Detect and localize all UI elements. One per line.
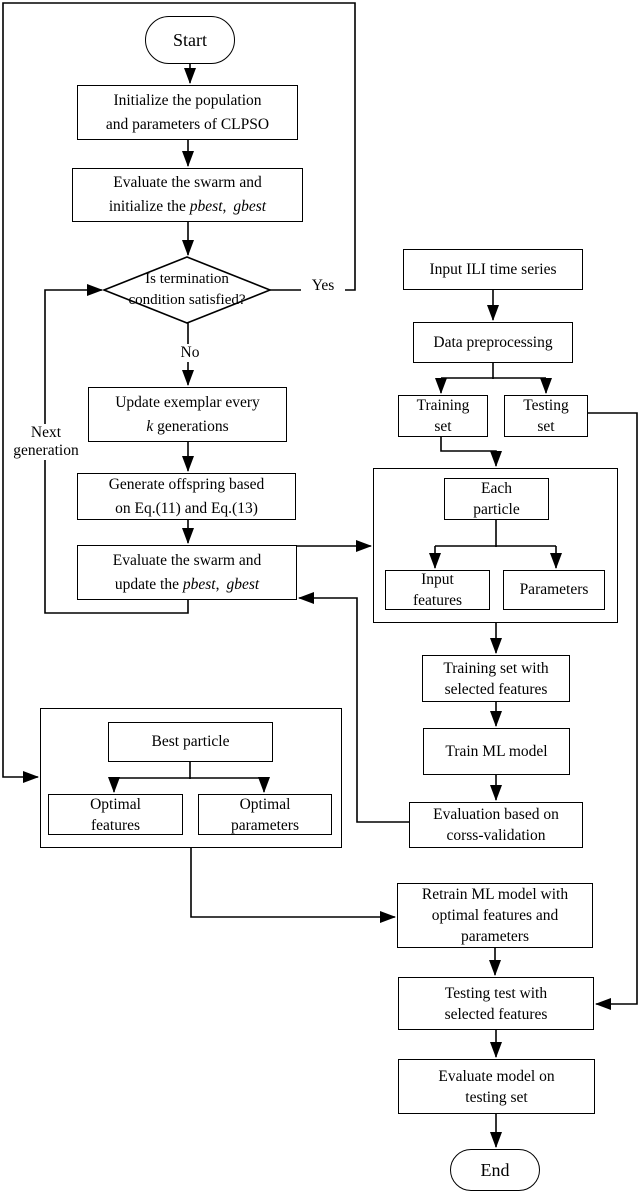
node-text-line: testing set	[465, 1088, 528, 1106]
node-text-line: Parameters	[519, 581, 589, 598]
input-features-node: Input features	[385, 570, 490, 610]
node-text-line: Generate offspring based	[108, 475, 265, 493]
node-text-line: set	[537, 418, 555, 435]
data-preprocessing-node: Data preprocessing	[413, 322, 573, 363]
node-text-line: k generations	[146, 417, 229, 435]
testing-test-node: Testing test with selected features	[398, 977, 594, 1030]
node-text-line: features	[90, 816, 141, 834]
node-text-line: features	[412, 592, 463, 609]
no-label: No	[172, 344, 208, 362]
each-particle-node: Each particle	[444, 478, 549, 520]
update-exemplar-node: Update exemplar every k generations	[88, 387, 287, 442]
train-ml-model-node: Train ML model	[423, 728, 570, 775]
evaluate-update-node: Evaluate the swarm and update the pbest,…	[77, 545, 297, 600]
termination-decision: Is termination condition satisfied?	[104, 261, 270, 319]
training-set-node: Training set	[398, 395, 488, 437]
node-text-line: Start	[173, 30, 207, 50]
node-text-line: selected features	[444, 1005, 548, 1023]
node-text-line: Input ILI time series	[429, 260, 557, 278]
label-text-line: Next	[30, 424, 62, 441]
testing-set-node: Testing set	[504, 395, 588, 437]
optimal-parameters-node: Optimal parameters	[198, 794, 332, 835]
decision-diamond-shape	[101, 256, 273, 324]
node-text-line: parameters	[461, 928, 529, 945]
evaluate-model-node: Evaluate model on testing set	[398, 1059, 595, 1114]
label-text-line: generation	[13, 442, 79, 459]
node-text-line: condition satisfied?	[128, 292, 246, 308]
node-text-line: Evaluate model on	[438, 1067, 555, 1085]
evaluation-cv-node: Evaluation based on corss-validation	[409, 802, 583, 848]
node-text-line: Data preprocessing	[433, 333, 553, 351]
node-text-line: optimal features and	[431, 907, 559, 924]
node-text-line: Optimal	[90, 795, 141, 813]
node-text-line: Evaluate the swarm and	[113, 174, 262, 191]
node-text-line: Update exemplar every	[115, 393, 260, 411]
node-text-line: Retrain ML model with	[421, 886, 569, 903]
optimal-features-node: Optimal features	[48, 794, 183, 835]
node-text-line: particle	[473, 501, 520, 518]
start-node: Start	[145, 16, 235, 64]
node-text-line: Evaluation based on	[433, 806, 559, 823]
initialize-population-node: Initialize the population and parameters…	[77, 85, 298, 140]
node-text-line: Training set with	[443, 659, 549, 677]
node-text-line: corss-validation	[446, 827, 546, 844]
retrain-ml-node: Retrain ML model with optimal features a…	[397, 883, 593, 948]
best-particle-node: Best particle	[108, 722, 273, 762]
node-text-line: parameters	[231, 816, 299, 834]
node-text-line: set	[434, 418, 452, 435]
input-ili-node: Input ILI time series	[403, 249, 583, 290]
best-particle-group-box	[40, 708, 342, 848]
node-text-line: Initialize the population	[113, 91, 262, 109]
node-text-line: End	[480, 1160, 510, 1180]
node-text-line: and parameters of CLPSO	[105, 115, 270, 133]
next-generation-label: Next generation	[5, 424, 87, 460]
node-text-line: Each	[481, 480, 512, 497]
node-text-line: Input	[421, 571, 454, 588]
training-selected-features-node: Training set with selected features	[422, 655, 570, 702]
node-text-line: Train ML model	[445, 742, 548, 760]
node-text-line: Testing test with	[444, 984, 548, 1002]
node-text-line: Best particle	[151, 733, 230, 750]
particle-group-box	[373, 468, 618, 623]
node-text-line: Is termination	[145, 271, 229, 287]
evaluate-initialize-node: Evaluate the swarm and initialize the pb…	[72, 168, 303, 222]
node-text-line: initialize the pbest,gbest	[108, 198, 267, 215]
node-text-line: Testing	[523, 397, 569, 414]
generate-offspring-node: Generate offspring based on Eq.(11) and …	[77, 473, 296, 520]
end-node: End	[450, 1149, 540, 1191]
parameters-node: Parameters	[503, 570, 605, 610]
node-text-line: selected features	[444, 680, 548, 698]
node-text-line: Optimal	[239, 795, 291, 813]
node-text-line: update the pbest,gbest	[114, 575, 260, 593]
node-text-line: Training	[416, 397, 470, 414]
node-text-line: on Eq.(11) and Eq.(13)	[115, 499, 258, 517]
yes-label: Yes	[301, 277, 345, 295]
node-text-line: Evaluate the swarm and	[112, 551, 262, 569]
